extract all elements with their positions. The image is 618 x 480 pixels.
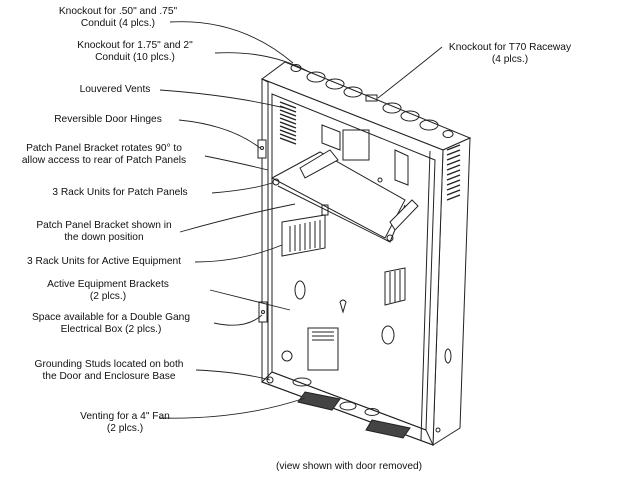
louvered-vents (279, 101, 461, 201)
label-bracket-rotates: Patch Panel Bracket rotates 90° to allow… (21, 143, 187, 166)
patch-panel-bracket (270, 149, 419, 243)
label-grounding: Grounding Studs located on both the Door… (34, 359, 184, 382)
gang-box-areas (294, 280, 395, 371)
label-active-brackets: Active Equipment Brackets (2 plcs.) (47, 279, 169, 302)
door-hinges (257, 139, 268, 323)
label-knockout-large: Knockout for 1.75" and 2" Conduit (10 pl… (77, 40, 193, 63)
label-rack-patch: 3 Rack Units for Patch Panels (52, 187, 188, 198)
label-louvered-vents: Louvered Vents (79, 84, 151, 95)
floor-features (292, 348, 452, 439)
label-rack-active: 3 Rack Units for Active Equipment (26, 256, 181, 267)
leader-lines (159, 21, 443, 419)
label-t70-raceway: Knockout for T70 Raceway (4 plcs.) (448, 42, 572, 65)
back-panel-details (317, 124, 409, 195)
label-door-hinges: Reversible Door Hinges (54, 114, 162, 125)
label-bracket-down: Patch Panel Bracket shown in the down po… (36, 220, 172, 243)
view-caption: (view shown with door removed) (276, 461, 423, 472)
active-equipment-brackets (281, 204, 406, 306)
label-knockout-small: Knockout for .50" and .75" Conduit (4 pl… (58, 6, 178, 29)
label-gang-box: Space available for a Double Gang Electr… (31, 312, 190, 335)
label-fan-vent: Venting for a 4" Fan (2 plcs.) (80, 411, 170, 434)
grounding-stud (266, 350, 293, 384)
